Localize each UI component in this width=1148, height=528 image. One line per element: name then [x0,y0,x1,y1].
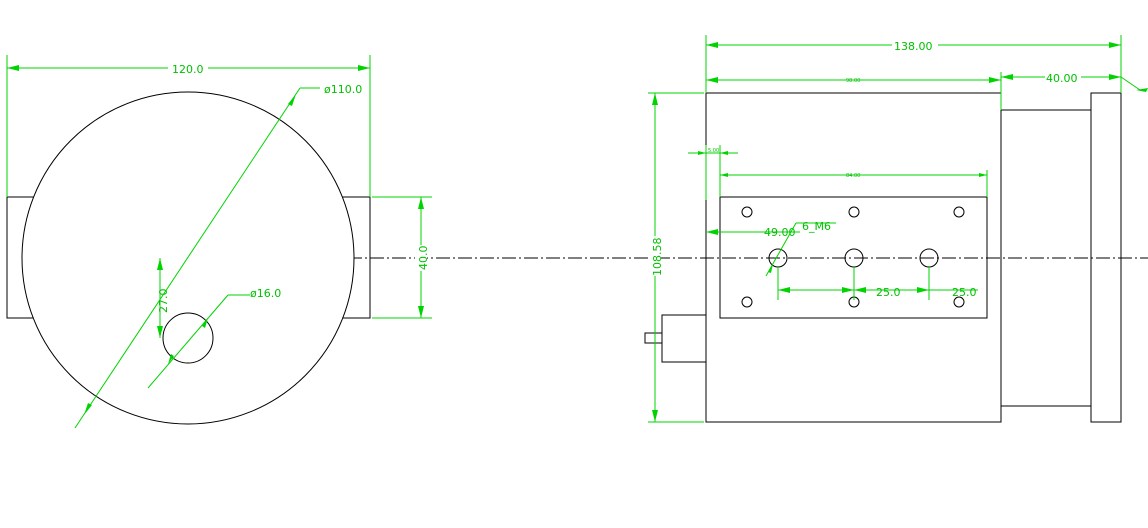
front-diameter-label: ø110.0 [324,83,362,96]
side-body-length-label: 98.00 [846,78,860,84]
side-flange-length-label: 40.00 [1046,72,1078,85]
side-flange [1090,92,1122,423]
front-width-label: 120.0 [172,63,204,76]
mount-hole [741,296,753,308]
side-shaft-key [644,332,663,344]
front-height-label: 40.0 [417,246,430,271]
side-total-length-label: 138.00 [894,40,933,53]
mount-hole [848,206,860,218]
mounting-plate [719,196,988,319]
mount-hole [953,296,965,308]
side-shaft [661,314,707,363]
front-view: 120.0 ø110.0 40.0 27.0 ø16.0 [6,55,432,429]
side-hole-spacing-label: 49.00 [764,226,796,239]
front-hole-label: ø16.0 [250,287,281,300]
side-height-label: 108.58 [651,238,664,277]
offset-hole [162,312,214,364]
side-view: 138.00 98.00 40.00 108.58 5.00 [644,35,1148,423]
side-small-offset-label: 5.00 [708,148,719,154]
mount-hole [741,206,753,218]
side-spacing-b-label: 25.0 [952,286,977,299]
side-spacing-a-label: 25.0 [876,286,901,299]
front-offset-label: 27.0 [157,289,170,314]
mount-hole [953,206,965,218]
side-thread-label: 6_M6 [802,220,831,233]
side-plate-width-label: 84.00 [846,173,860,179]
